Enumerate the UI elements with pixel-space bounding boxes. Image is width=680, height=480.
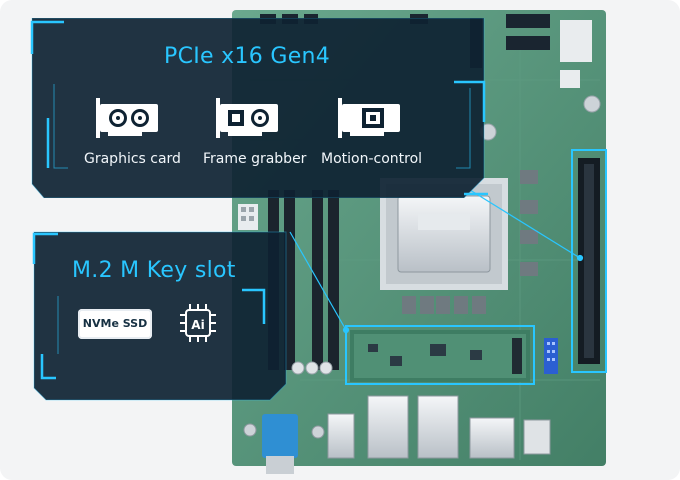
nvme-ssd-label: NVMe SSD [82, 317, 148, 330]
motion-control-card-icon [338, 98, 400, 138]
frame-grabber-icon [216, 98, 278, 138]
pcie-connector-line [469, 189, 581, 259]
audio-port [523, 419, 551, 455]
m2-callout-title: M.2 M Key slot [72, 258, 236, 283]
motion-control-label: Motion-control [321, 151, 423, 167]
lan-port-3 [469, 417, 515, 459]
nvme-ssd-icon: NVMe SSD [78, 309, 152, 339]
ai-chip-icon: Ai [180, 304, 216, 342]
pcie-callout-title: PCIe x16 Gen4 [164, 44, 331, 69]
frame-grabber-label: Frame grabber [203, 151, 307, 167]
usb-port [327, 413, 355, 459]
lan-port-2 [417, 395, 459, 459]
m2-callout-panel [32, 231, 287, 401]
ai-chip-text: Ai [191, 318, 204, 332]
vga-port [262, 414, 298, 458]
m2-slot-highlight [345, 325, 535, 385]
m2-connector-line [289, 231, 347, 331]
graphics-card-icon [96, 98, 158, 138]
graphics-card-label: Graphics card [84, 151, 181, 167]
lan-port-1 [367, 395, 409, 459]
pcie-slot-highlight [571, 149, 607, 373]
